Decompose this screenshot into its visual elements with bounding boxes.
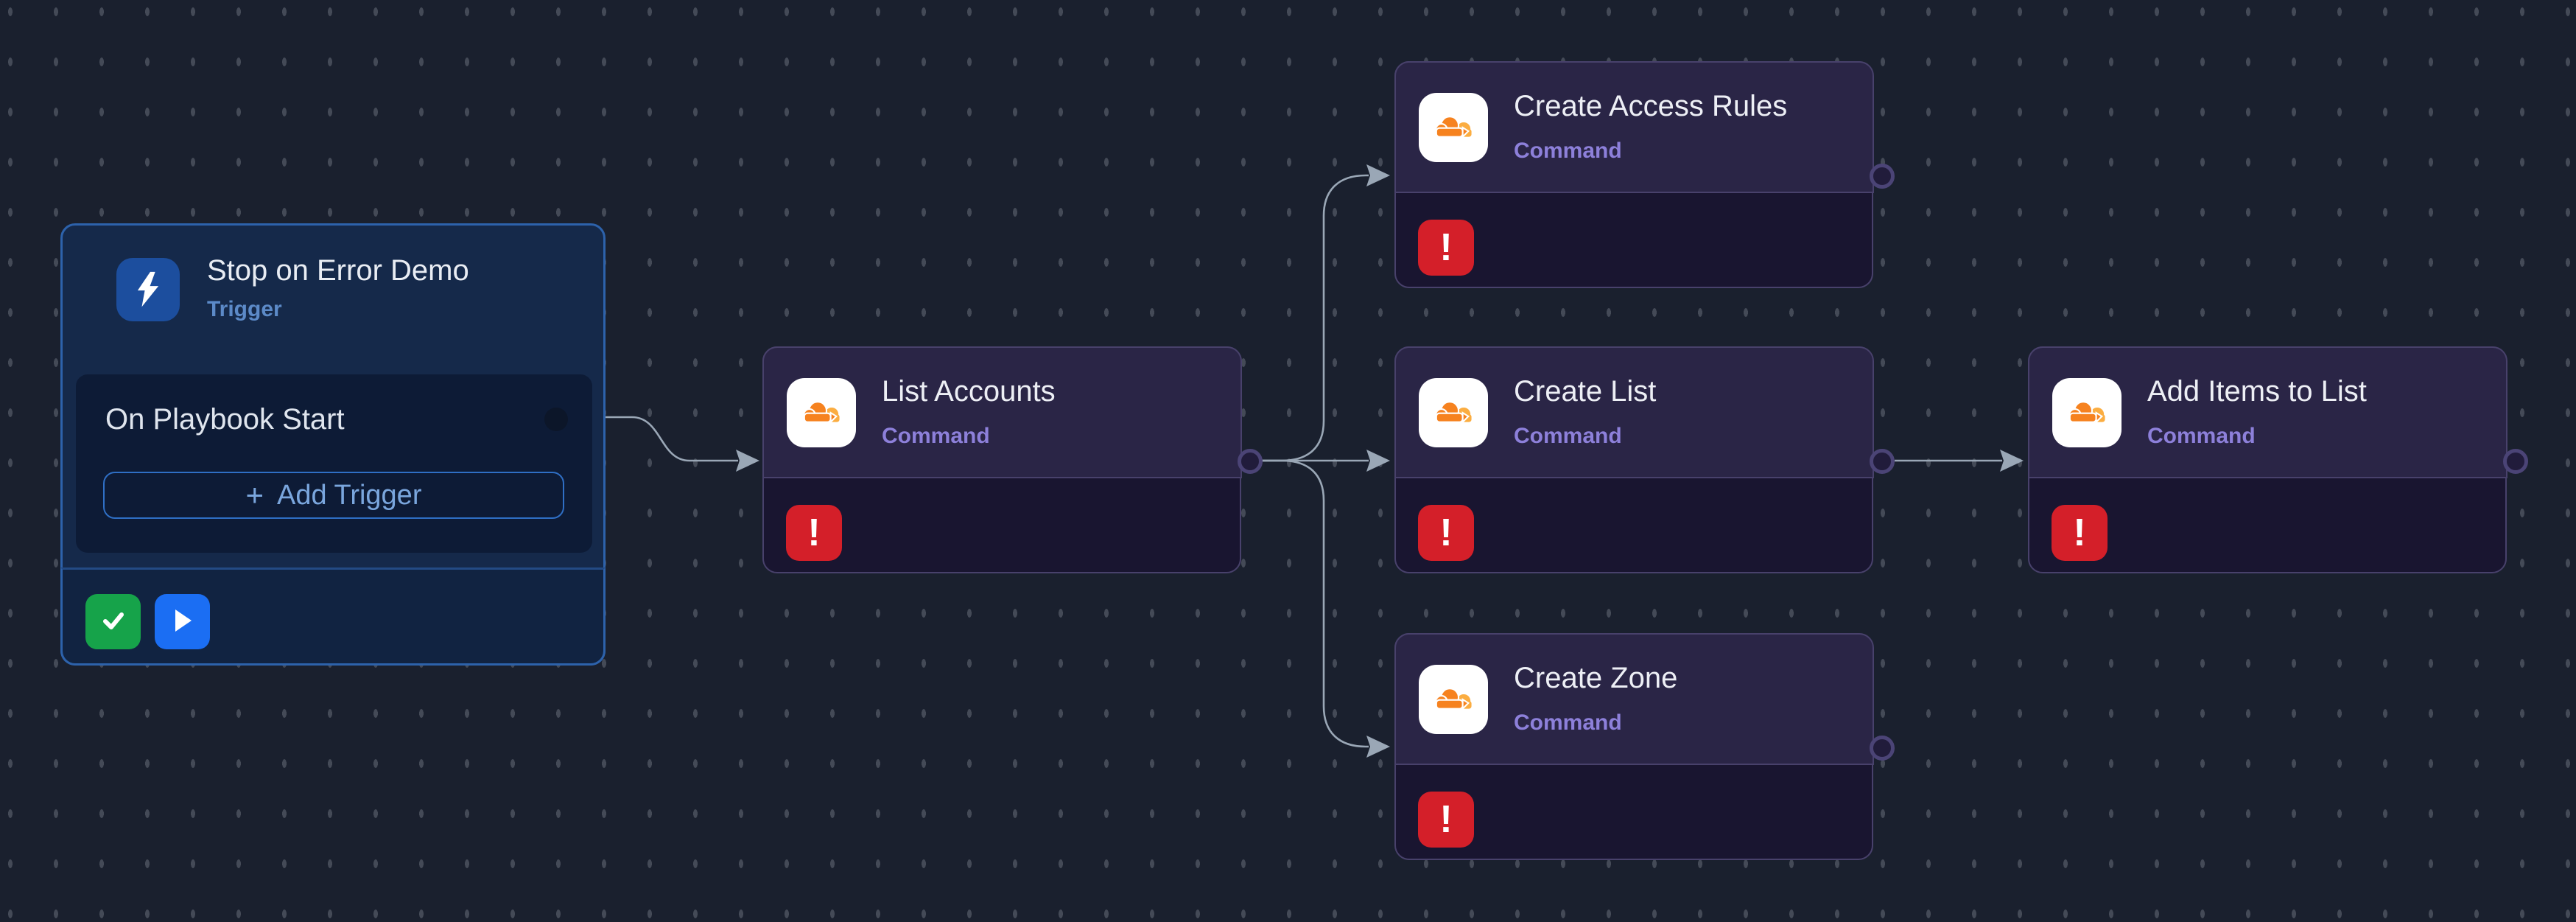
error-exclamation-icon[interactable]: ! [1418,505,1474,561]
edge-list-accounts-to-create-list [1261,450,1390,472]
trigger-node-title: Stop on Error Demo [207,254,469,287]
output-connector-ring[interactable] [1238,449,1263,474]
command-node-create-list[interactable]: Create List Command ! [1394,346,1895,573]
command-node-title: Create List [1514,375,1657,408]
checkmark-icon [99,606,128,638]
trigger-output-connector[interactable] [544,408,568,431]
trigger-node[interactable]: Stop on Error Demo Trigger On Playbook S… [60,223,606,666]
edge-list-accounts-to-create-access-rules [1261,164,1390,462]
error-exclamation-icon[interactable]: ! [1418,220,1474,276]
error-exclamation-icon[interactable]: ! [1418,792,1474,848]
command-node-create-zone[interactable]: Create Zone Command ! [1394,632,1895,860]
command-node-type-label: Command [1514,139,1622,163]
arrowhead-icon [1366,164,1390,186]
cloudflare-icon [787,378,856,447]
trigger-events-panel: On Playbook Start + Add Trigger [76,374,592,553]
trigger-event-label: On Playbook Start [105,403,345,436]
error-exclamation-icon[interactable]: ! [786,505,842,561]
output-connector-ring[interactable] [1870,164,1895,189]
plus-icon: + [245,478,264,512]
cloudflare-icon [1419,665,1488,734]
command-node-type-label: Command [882,424,990,448]
add-trigger-button[interactable]: + Add Trigger [103,472,564,519]
add-trigger-label: Add Trigger [277,479,422,511]
command-node-title: Add Items to List [2147,375,2367,408]
command-node-create-access-rules[interactable]: Create Access Rules Command ! [1394,60,1895,288]
command-node-header [762,346,1242,478]
command-node-title: Create Zone [1514,662,1678,694]
command-node-title: List Accounts [882,375,1056,408]
edge-list-accounts-to-create-zone [1261,459,1390,758]
enabled-toggle-button[interactable] [85,594,141,649]
lightning-bolt-icon [116,258,180,321]
command-node-list-accounts[interactable]: List Accounts Command ! [762,346,1263,573]
error-exclamation-icon[interactable]: ! [2052,505,2108,561]
edge-create-list-to-add-items-to-list [1895,450,2024,472]
trigger-node-type-label: Trigger [207,297,282,321]
output-connector-ring[interactable] [1870,736,1895,761]
output-connector-ring[interactable] [1870,449,1895,474]
arrowhead-icon [1366,736,1390,758]
command-node-type-label: Command [1514,710,1622,735]
play-icon [170,607,195,637]
command-node-type-label: Command [1514,424,1622,448]
command-node-type-label: Command [2147,424,2256,448]
arrowhead-icon [736,450,759,472]
cloudflare-icon [1419,93,1488,162]
run-playbook-button[interactable] [155,594,210,649]
arrowhead-icon [1366,450,1390,472]
cloudflare-icon [2052,378,2121,447]
command-node-add-items-to-list[interactable]: Add Items to List Command ! [2027,346,2528,573]
output-connector-ring[interactable] [2503,449,2528,474]
command-node-title: Create Access Rules [1514,90,1788,122]
cloudflare-icon [1419,378,1488,447]
trigger-node-footer [60,567,606,666]
arrowhead-icon [2000,450,2024,472]
